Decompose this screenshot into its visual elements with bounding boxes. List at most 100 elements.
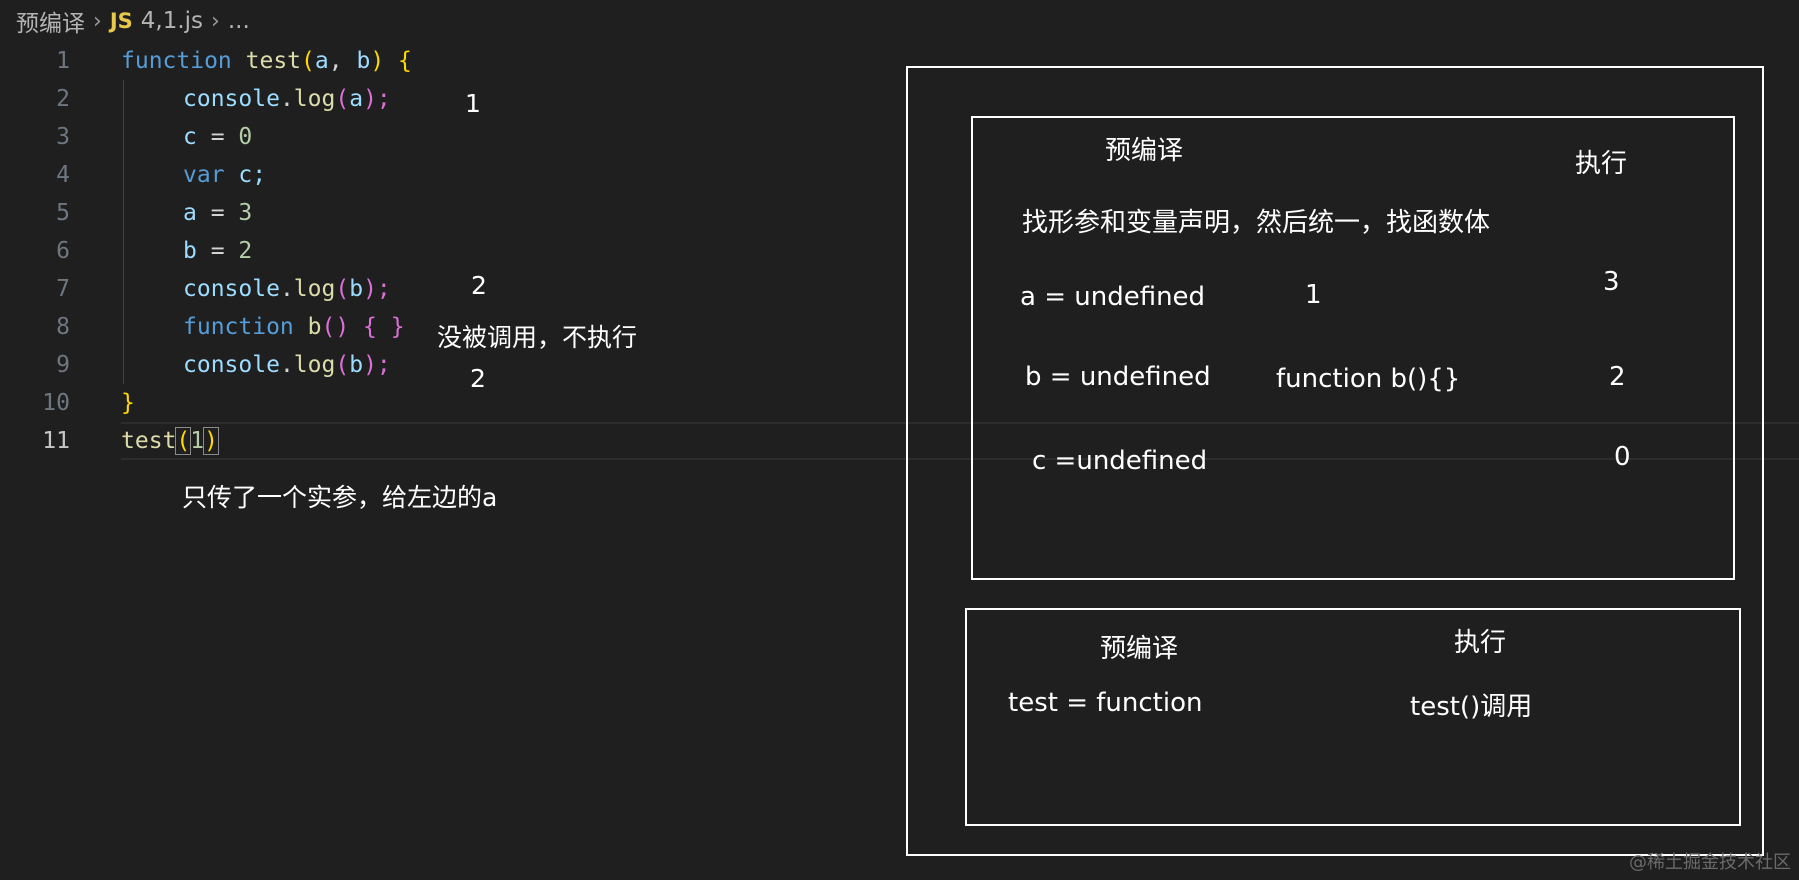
code-token: c (183, 124, 197, 150)
code-token: log (293, 352, 336, 378)
javascript-file-icon: JS (109, 9, 133, 33)
code-token: console (183, 352, 280, 378)
code-token: . (279, 276, 294, 302)
code-token: test (245, 48, 302, 74)
code-token: a (349, 86, 364, 112)
code-token: b (183, 238, 197, 264)
code-token: c; (224, 162, 267, 188)
var-b-declared: b = undefined (1025, 362, 1211, 392)
line-number: 6 (56, 238, 70, 264)
code-token: ); (363, 352, 391, 378)
global-execute-label: 执行 (1454, 628, 1507, 658)
annotation-note: 没被调用，不执行 (437, 323, 638, 352)
global-test-called: test()调用 (1410, 692, 1533, 722)
annotation-output: 2 (471, 271, 487, 300)
code-token: ( (335, 276, 350, 302)
var-a-argument: 1 (1305, 280, 1322, 310)
code-token: log (293, 86, 336, 112)
code-token: a (314, 48, 329, 74)
code-token: , (328, 48, 357, 74)
global-test-declared: test = function (1008, 688, 1203, 718)
code-line-7[interactable]: console.log(b); (183, 270, 391, 308)
code-token: ( (175, 427, 192, 455)
precompile-rule: 找形参和变量声明，然后统一，找函数体 (1022, 208, 1491, 238)
line-number-active: 11 (42, 428, 70, 454)
chevron-right-icon: › (93, 8, 102, 34)
function-scope-box (971, 116, 1735, 580)
code-token: test (121, 428, 177, 454)
code-line-6[interactable]: b = 2 (183, 232, 252, 270)
precompile-label: 预编译 (1105, 136, 1184, 166)
code-token: function (183, 314, 294, 340)
annotation-output: 2 (470, 364, 486, 393)
code-token: { (384, 48, 412, 74)
code-token: = (196, 200, 239, 226)
code-token: b (356, 48, 371, 74)
code-token: ); (363, 86, 391, 112)
code-line-4[interactable]: var c; (183, 156, 266, 194)
code-token: console (183, 86, 280, 112)
watermark: @稀土掘金技术社区 (1629, 852, 1791, 873)
code-token: log (293, 276, 336, 302)
var-c-executed: 0 (1614, 442, 1631, 472)
global-precompile-label: 预编译 (1100, 634, 1179, 664)
code-token: b (349, 276, 364, 302)
code-token: ); (363, 276, 391, 302)
var-a-declared: a = undefined (1020, 282, 1206, 312)
var-b-executed: 2 (1609, 362, 1626, 392)
line-number: 9 (56, 352, 70, 378)
code-token: a (183, 200, 197, 226)
code-token: = (196, 238, 239, 264)
var-a-executed: 3 (1603, 267, 1620, 297)
breadcrumb-file[interactable]: 4,1.js (140, 8, 204, 34)
code-token: . (279, 86, 294, 112)
code-token: b (349, 352, 364, 378)
code-token: 0 (238, 124, 253, 150)
var-c-declared: c =undefined (1032, 446, 1208, 476)
chevron-right-icon: › (211, 8, 220, 34)
annotation-note: 只传了一个实参，给左边的a (182, 483, 498, 512)
var-b-function: function b(){} (1276, 364, 1461, 394)
code-token: function (121, 48, 232, 74)
code-line-1[interactable]: function test(a, b) { (121, 42, 412, 80)
breadcrumb-more[interactable]: ... (227, 8, 250, 34)
code-token: } (121, 390, 135, 416)
line-number: 4 (56, 162, 70, 188)
code-token: . (279, 352, 294, 378)
line-number: 10 (42, 390, 70, 416)
global-scope-box (965, 608, 1741, 826)
code-line-5[interactable]: a = 3 (183, 194, 252, 232)
code-token: console (183, 276, 280, 302)
code-token: 3 (238, 200, 253, 226)
indent-guide (123, 80, 124, 384)
code-line-9[interactable]: console.log(b); (183, 346, 391, 384)
code-token: = (196, 124, 239, 150)
code-token: var (183, 162, 225, 188)
code-token: ) (203, 427, 219, 455)
line-number: 2 (56, 86, 70, 112)
code-token: ( (301, 48, 315, 74)
breadcrumb: 预编译 › JS 4,1.js › ... (16, 6, 250, 37)
code-line-10[interactable]: } (121, 384, 135, 422)
code-token: 1 (190, 428, 205, 454)
code-line-11[interactable]: test(1) (121, 422, 219, 460)
current-line-highlight (121, 422, 1799, 460)
code-line-2[interactable]: console.log(a); (183, 80, 391, 118)
code-token: ( (335, 86, 350, 112)
line-number: 3 (56, 124, 70, 150)
line-number: 8 (56, 314, 70, 340)
breadcrumb-folder[interactable]: 预编译 (16, 11, 85, 37)
annotation-output: 1 (465, 89, 481, 118)
code-line-8[interactable]: function b() { } (183, 308, 405, 346)
code-token: ( (335, 352, 350, 378)
code-token: ) (370, 48, 385, 74)
code-token: { } (349, 314, 405, 340)
code-token: b (307, 314, 322, 340)
code-token: () (321, 314, 350, 340)
execute-label: 执行 (1575, 149, 1628, 179)
code-editor[interactable]: 1 2 3 4 5 6 7 8 9 10 11 function test(a,… (0, 42, 1799, 462)
code-token: 2 (238, 238, 253, 264)
code-line-3[interactable]: c = 0 (183, 118, 252, 156)
line-number: 5 (56, 200, 70, 226)
outer-scope-box (906, 66, 1764, 856)
